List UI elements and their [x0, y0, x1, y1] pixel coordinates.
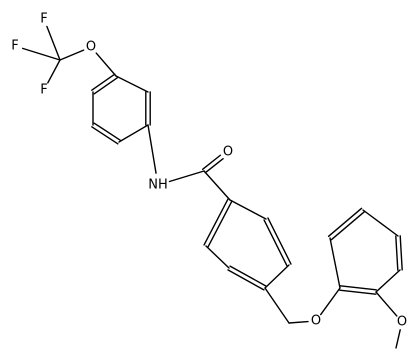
- bond-b6-b1-a: [207, 200, 233, 248]
- bond-a1-a2-a: [91, 73, 116, 91]
- bond-a1-a2-b: [93, 77, 118, 95]
- bond-r3-r4-b: [395, 235, 399, 271]
- bond-a6-a1: [115, 75, 149, 93]
- bond-b4-ch2: [264, 287, 290, 324]
- bond-r4-r5: [362, 209, 399, 237]
- atom-label-f1: F: [11, 39, 18, 54]
- bond-r2-o_methoxy: [375, 291, 398, 317]
- bond-b6-b1-b: [203, 198, 229, 246]
- bond-b4-b5-b: [227, 269, 265, 291]
- bond-b3-b4: [264, 264, 290, 289]
- atom-label-layer: F F F O NH O O O: [11, 12, 407, 330]
- bond-r3-r4-a: [399, 235, 403, 271]
- bond-b4-b5-a: [229, 265, 267, 287]
- bond-r5-r6-a: [327, 207, 363, 238]
- bond-a3-a4-a: [91, 126, 119, 145]
- bond-o_ocf3-a1: [95, 52, 117, 77]
- bond-b2-b3-a: [263, 219, 288, 267]
- bond-f3-c_cf3: [47, 59, 61, 84]
- bond-ch2-o_ether: [288, 320, 309, 324]
- atom-label-o-ether: O: [311, 314, 321, 329]
- bond-c_amide-o_carbonyl-b: [201, 154, 222, 170]
- bond-o_methoxy-ch3: [395, 329, 401, 349]
- bond-o_ether-r1: [320, 287, 341, 316]
- atom-label-o-carbonyl: O: [223, 145, 233, 160]
- bond-a5-nh: [147, 124, 157, 174]
- bond-f1-c_cf3: [21, 47, 61, 61]
- bond-a4-a5: [118, 124, 149, 143]
- bond-nh-c_amide: [168, 170, 205, 183]
- bond-b5-b6: [205, 245, 230, 269]
- bond-r2-r3: [375, 269, 401, 293]
- bond-c_cf3-o_ocf3: [59, 49, 85, 61]
- bond-b2-b3-b: [267, 217, 292, 265]
- bond-a3-a4-b: [93, 122, 121, 141]
- atom-label-f2: F: [40, 12, 47, 27]
- bond-f2-c_cf3: [46, 25, 61, 61]
- bond-c_amide-b1: [203, 170, 231, 201]
- bond-c_amide-o_carbonyl-a: [204, 157, 224, 174]
- atom-label-o-ocf3: O: [86, 40, 96, 55]
- bond-r1-r2-b: [339, 285, 377, 291]
- atom-label-o-methoxy: O: [397, 315, 407, 330]
- bond-r5-r6-b: [330, 210, 366, 241]
- bond-r6-r1: [329, 237, 341, 289]
- atom-label-nh: NH: [148, 178, 168, 193]
- bond-b1-b2: [229, 199, 267, 220]
- bond-layer: [21, 25, 403, 349]
- atom-label-f3: F: [40, 83, 47, 98]
- bond-r1-r2-a: [339, 289, 377, 295]
